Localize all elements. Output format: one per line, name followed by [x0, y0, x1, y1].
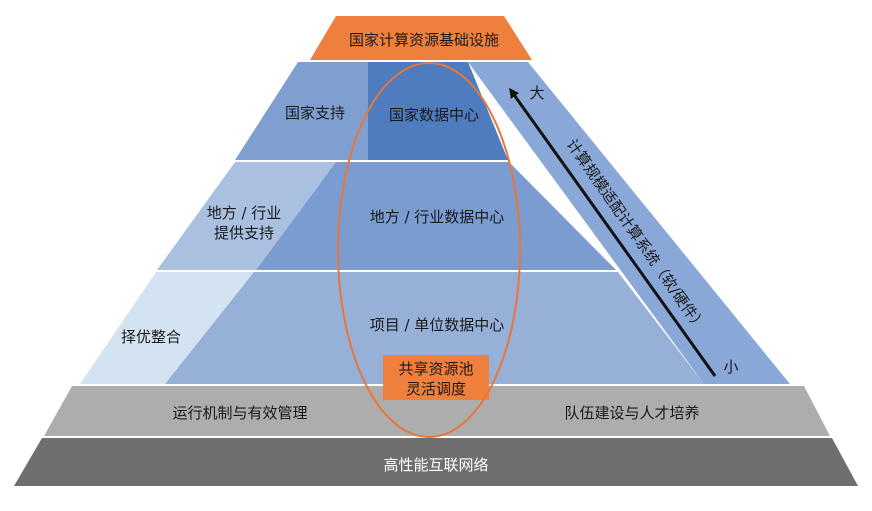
tier-project	[165, 272, 704, 384]
scale-top-label: 大	[529, 84, 544, 102]
pool-box	[383, 355, 489, 400]
side-label-national: 国家支持	[285, 104, 345, 122]
tier-label-national: 国家数据中心	[389, 106, 479, 124]
tier-label-regional: 地方 / 行业数据中心	[370, 208, 505, 226]
side-label-selection: 择优整合	[121, 328, 181, 346]
left-panel-selection	[80, 272, 254, 384]
scale-arrow	[509, 87, 717, 377]
management-label: 运行机制与有效管理	[172, 404, 307, 422]
title-label: 国家计算资源基础设施	[349, 31, 499, 49]
tier-regional	[256, 162, 616, 270]
pool-label-1: 共享资源池	[398, 360, 473, 378]
left-panel-regional	[157, 162, 336, 270]
scale-bottom-label: 小	[723, 358, 738, 376]
shared-pool-ellipse	[337, 62, 521, 438]
management-band	[44, 386, 830, 436]
pool-label-2: 灵活调度	[406, 380, 466, 398]
side-label-regional-1: 地方 / 行业	[207, 204, 282, 222]
base-network-label: 高性能互联网络	[383, 456, 488, 474]
title-banner	[310, 16, 532, 60]
base-network-bar	[14, 438, 858, 486]
side-label-regional-2: 提供支持	[214, 224, 274, 242]
left-panel-national	[235, 62, 368, 160]
talent-label: 队伍建设与人才培养	[564, 404, 699, 422]
tier-label-project: 项目 / 单位数据中心	[370, 316, 505, 334]
